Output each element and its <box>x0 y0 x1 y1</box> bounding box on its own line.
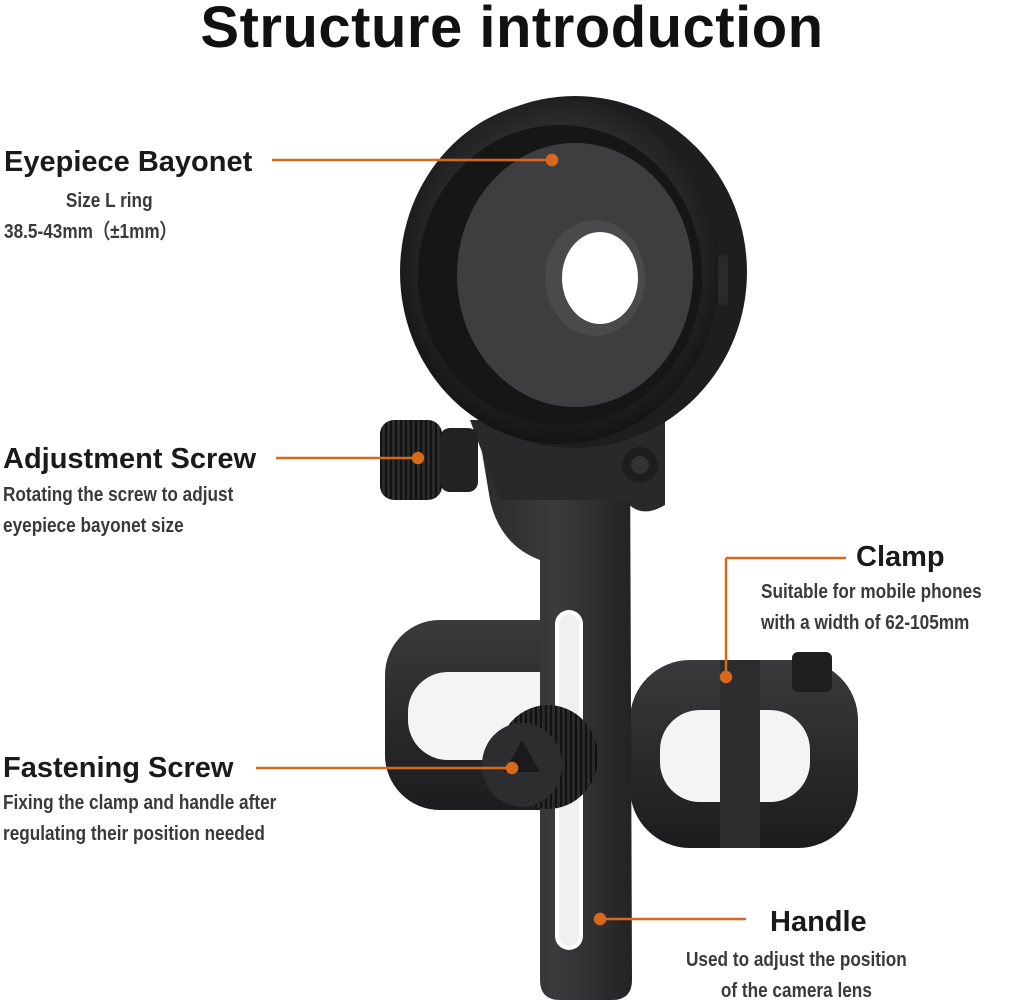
handle-heading: Handle <box>770 906 867 938</box>
handle-description: Used to adjust the position of the camer… <box>686 945 907 1007</box>
eyepiece-bayonet <box>400 96 747 448</box>
handle-line-2: of the camera lens <box>720 980 872 1002</box>
eyepiece-size-line: Size L ring <box>65 190 153 212</box>
fastening-screw-heading: Fastening Screw <box>3 752 234 784</box>
clamp-line-1: Suitable for mobile phones <box>761 581 982 603</box>
fastening-screw-description: Fixing the clamp and handle after regula… <box>3 788 276 850</box>
adjustment-screw <box>380 420 478 500</box>
page-title: Structure introduction <box>200 0 824 60</box>
leader-lines <box>256 153 846 926</box>
adjustment-line-2: eyepiece bayonet size <box>3 515 184 537</box>
fastening-screw <box>482 705 598 809</box>
fastening-line-2: regulating their position needed <box>3 823 265 845</box>
handle-line-1: Used to adjust the position <box>686 949 907 971</box>
clamp-line-2: with a width of 62-105mm <box>761 612 970 634</box>
adjustment-line-1: Rotating the screw to adjust <box>3 484 234 506</box>
fastening-line-1: Fixing the clamp and handle after <box>3 792 277 814</box>
eyepiece-range-line: 38.5-43mm（±1mm） <box>4 221 177 243</box>
eyepiece-bayonet-heading: Eyepiece Bayonet <box>4 146 253 178</box>
eyepiece-bayonet-description: Size L ring 38.5-43mm（±1mm） <box>4 186 177 248</box>
clamp-description: Suitable for mobile phones with a width … <box>761 577 982 639</box>
clamp-heading: Clamp <box>856 541 945 573</box>
adjustment-screw-description: Rotating the screw to adjust eyepiece ba… <box>3 480 233 542</box>
adjustment-screw-heading: Adjustment Screw <box>3 443 256 475</box>
